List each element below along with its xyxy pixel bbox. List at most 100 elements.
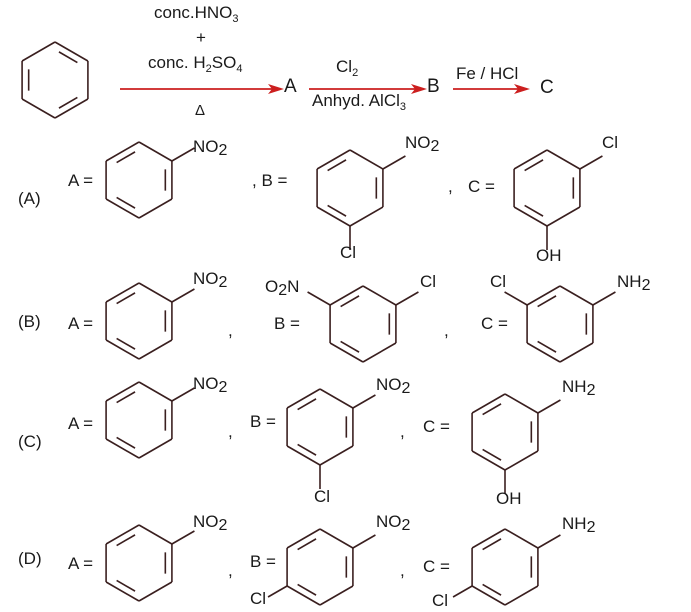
option-b-compound-a-ring-double-bond (116, 337, 136, 350)
option-a-compound-a-ring-bond (105, 141, 140, 162)
option-a-compound-c-ring-bond (546, 206, 581, 227)
option-b-b-o2n-subscript: 2 (278, 282, 288, 299)
option-b-c-nh2-text: NH (617, 272, 642, 291)
option-a-a-no2-text: NO (193, 137, 219, 156)
option-b-b-cl-bond (395, 291, 419, 306)
option-c-b-no2: NO2 (376, 375, 410, 397)
reaction-arrow-2 (309, 84, 427, 94)
option-b-compound-b-ring-bond (362, 285, 397, 306)
option-c-compound-c-ring-double-bond (482, 448, 502, 461)
cl2-text: Cl (336, 57, 353, 76)
option-b-compound-a-ring-bond (105, 339, 140, 360)
option-b-c-nh2: NH2 (617, 272, 650, 294)
option-d-label: (D) (18, 549, 42, 568)
h2so4-subscript-2: 4 (236, 63, 243, 75)
option-d-c-nh2-text: NH (562, 514, 587, 533)
option-c-label: (C) (18, 432, 42, 451)
option-d-compound-c-ring-bond (471, 528, 506, 549)
h2so4-text-mid: SO (211, 53, 237, 72)
hno3-subscript: 3 (232, 13, 239, 25)
option-b-b-cl-text: Cl (420, 272, 437, 291)
option-c-c-nh2: NH2 (562, 377, 596, 399)
option-d-compound-c-ring (471, 528, 539, 606)
option-b-a-no2-text: NO (193, 269, 219, 288)
option-b-compound-c-ring (526, 285, 594, 363)
option-a-compound-b-ring-double-bond (327, 204, 347, 217)
option-d-a-equals: A = (68, 554, 94, 573)
option-d-compound-a-ring-double-bond (116, 579, 136, 592)
option-a-a-no2-bond (171, 147, 195, 162)
option-d-compound-a-ring-bond (105, 524, 140, 545)
h2so4-subscript-1: 2 (205, 63, 212, 75)
option-c-compound-c-ring (471, 393, 539, 471)
step2-catalyst-alcl3: Anhyd. AlCl3 (312, 91, 406, 113)
option-b-b-o2n-text: N (287, 277, 300, 296)
benzene-ring-double-bond (58, 51, 78, 64)
option-b-b-o2n-text: O (265, 277, 279, 296)
reaction-arrow-1 (120, 84, 284, 94)
option-b-c-cl-text: Cl (490, 272, 507, 291)
option-b-compound-c-ring-bond (526, 285, 561, 306)
option-c-c-nh2-subscript: 2 (586, 382, 596, 399)
option-b-a-no2-bond (171, 288, 195, 303)
step1-reagent-hno3: conc.HNO3 (154, 3, 239, 25)
reaction-arrow-3 (453, 84, 530, 94)
option-a-compound-c-ring-double-bond (524, 204, 544, 217)
alcl3-subscript: 3 (399, 101, 407, 113)
option-a-compound-b-ring-bond (316, 149, 351, 170)
option-c-compound-b-ring-bond (286, 445, 321, 466)
option-d-c-cl-text: Cl (432, 591, 449, 610)
option-a-c-oh: OH (536, 247, 562, 264)
option-b-compound-b-ring (329, 285, 397, 363)
h2so4-text-pre: conc. H (148, 53, 206, 72)
option-c-a-no2-bond (171, 387, 195, 402)
option-c-compound-b-ring-double-bond (297, 443, 317, 456)
option-d-a-no2-subscript: 2 (218, 517, 228, 534)
product-a-label: A (284, 76, 297, 97)
hno3-text: conc.HNO (154, 3, 233, 22)
option-c-compound-c-ring-bond (504, 393, 539, 414)
step3-reagent-fe-hcl: Fe / HCl (456, 64, 519, 83)
option-c-compound-a-ring-bond (105, 381, 140, 402)
option-d-compound-b-ring-double-bond (297, 583, 317, 596)
option-b-c-equals: C = (481, 314, 508, 333)
option-b-compound-c-ring-double-bond (537, 340, 557, 353)
option-d-c-cl-bond (452, 585, 473, 598)
reaction-arrow-3-head (514, 84, 530, 94)
reaction-arrow-2-head (411, 84, 427, 94)
option-d-compound-a-ring-bond (105, 581, 140, 602)
option-d-compound-b-ring-double-bond (297, 538, 317, 551)
option-a-compound-a-ring (105, 141, 173, 219)
option-d-c-cl: Cl (432, 592, 448, 609)
step1-plus: + (196, 28, 206, 47)
option-d-b-no2-subscript: 2 (401, 517, 411, 534)
option-a-b-equals: , B = (252, 171, 288, 190)
option-c-b-no2-bond (352, 394, 376, 409)
option-b-comma-2: , (444, 321, 449, 340)
option-a-c-oh-text: OH (536, 246, 562, 265)
option-d-b-cl-text: Cl (250, 589, 267, 608)
option-c-b-no2-text: NO (376, 375, 402, 394)
option-b-compound-a-ring-bond (138, 339, 173, 360)
option-b-compound-b-ring-bond (329, 285, 364, 306)
option-d-compound-c-ring-double-bond (482, 538, 502, 551)
option-d-compound-a-ring-double-bond (116, 534, 136, 547)
option-a-b-cl-text: Cl (340, 243, 357, 262)
alcl3-text: Anhyd. AlCl (312, 91, 400, 110)
option-d-a-no2: NO2 (193, 513, 228, 534)
option-d-compound-a-ring (105, 524, 173, 602)
option-c-c-oh-text: OH (496, 489, 522, 508)
option-b-compound-b-ring-double-bond (340, 295, 360, 308)
option-b-compound-a-ring-double-bond (116, 292, 136, 305)
option-a-c-cl-bond (579, 155, 603, 170)
option-b-compound-a-ring-bond (105, 282, 140, 303)
step1-heat-condition: Δ (195, 102, 206, 119)
option-c-b-equals: B = (250, 412, 276, 431)
option-a-compound-b-ring-bond (349, 206, 384, 227)
option-d-compound-c-ring-bond (504, 528, 539, 549)
option-a-compound-c-ring-double-bond (524, 159, 544, 172)
option-c-c-nh2-text: NH (562, 377, 587, 396)
option-b-compound-c-ring-bond (526, 342, 561, 363)
option-b-c-cl: Cl (490, 273, 506, 290)
option-b-a-no2: NO2 (193, 269, 227, 291)
